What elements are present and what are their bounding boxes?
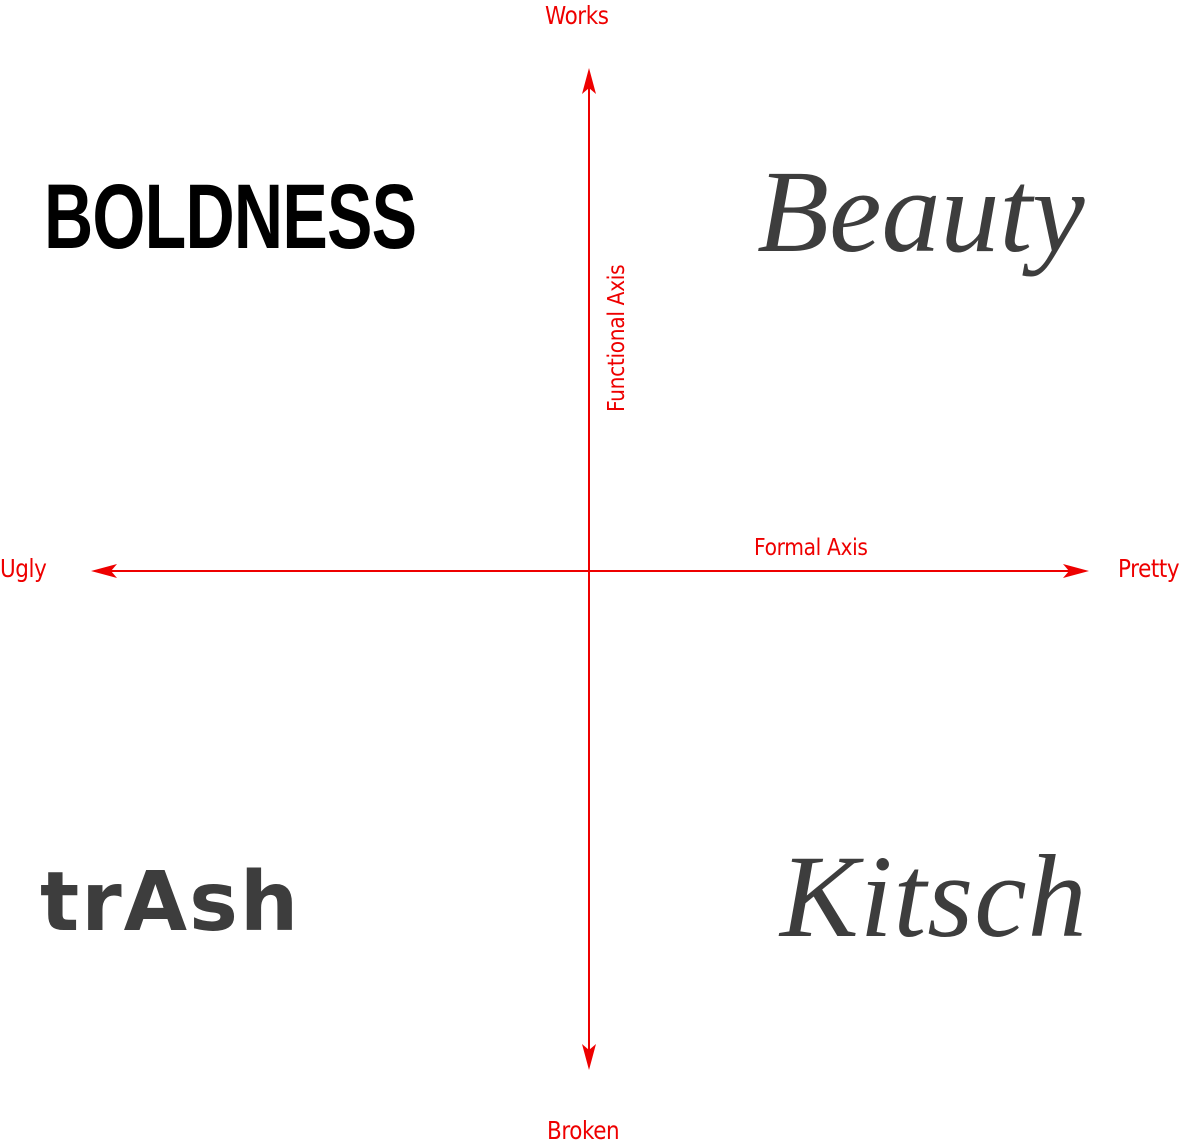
arrow-right-icon [1063,564,1089,578]
arrow-down-icon [582,1044,596,1070]
arrow-left-icon [91,564,117,578]
arrow-up-icon [582,68,596,94]
quadrant-kitsch: Kitsch [780,831,1088,962]
formal-axis-line [91,564,1089,578]
quadrant-trash: trAsh [40,855,301,950]
axis-label-ugly: Ugly [0,554,47,583]
quadrant-beauty: Beauty [757,146,1085,277]
quadrant-boldness: BOLDNESS [44,166,417,268]
formal-axis-title: Formal Axis [754,535,868,561]
axis-label-broken: Broken [547,1116,620,1145]
functional-axis-title: Functional Axis [604,264,630,412]
axis-label-works: Works [545,1,609,30]
axis-label-pretty: Pretty [1118,554,1180,583]
functional-axis-line [582,68,596,1070]
